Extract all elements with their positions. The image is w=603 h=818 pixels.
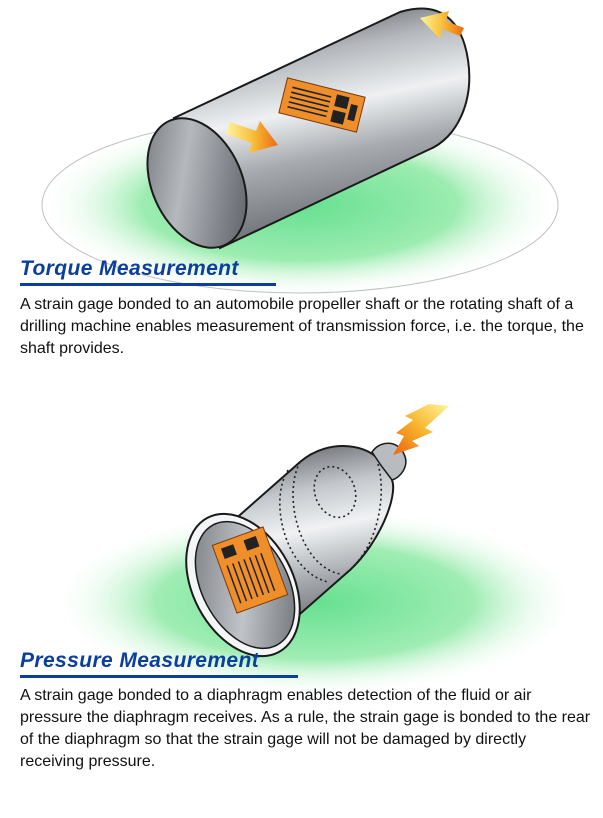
strain-gage-icon [278, 77, 366, 133]
shaft-body [172, 7, 471, 250]
title-underline [20, 675, 298, 678]
force-arrow-icon [393, 404, 449, 455]
vessel-seam [349, 463, 383, 571]
vessel-seam [279, 469, 329, 583]
force-arrow-icon [226, 121, 278, 153]
section-title: Torque Measurement [20, 257, 239, 280]
shaft-illustration [38, 7, 562, 297]
pressure-section: Pressure Measurement A strain gage bonde… [0, 392, 603, 818]
section-title: Pressure Measurement [20, 649, 260, 672]
title-underline [20, 283, 276, 286]
force-arrow-icon [420, 11, 464, 39]
section-description: A strain gage bonded to a diaphragm enab… [20, 687, 591, 770]
torque-section: Torque Measurement A strain gage bonded … [20, 7, 584, 357]
diaphragm-outline [313, 465, 357, 519]
section-description: A strain gage bonded to an automobile pr… [20, 296, 584, 357]
shaft-end-face [146, 117, 248, 249]
strain-gage-icon [211, 526, 289, 614]
pressure-vessel-illustration [50, 404, 580, 697]
